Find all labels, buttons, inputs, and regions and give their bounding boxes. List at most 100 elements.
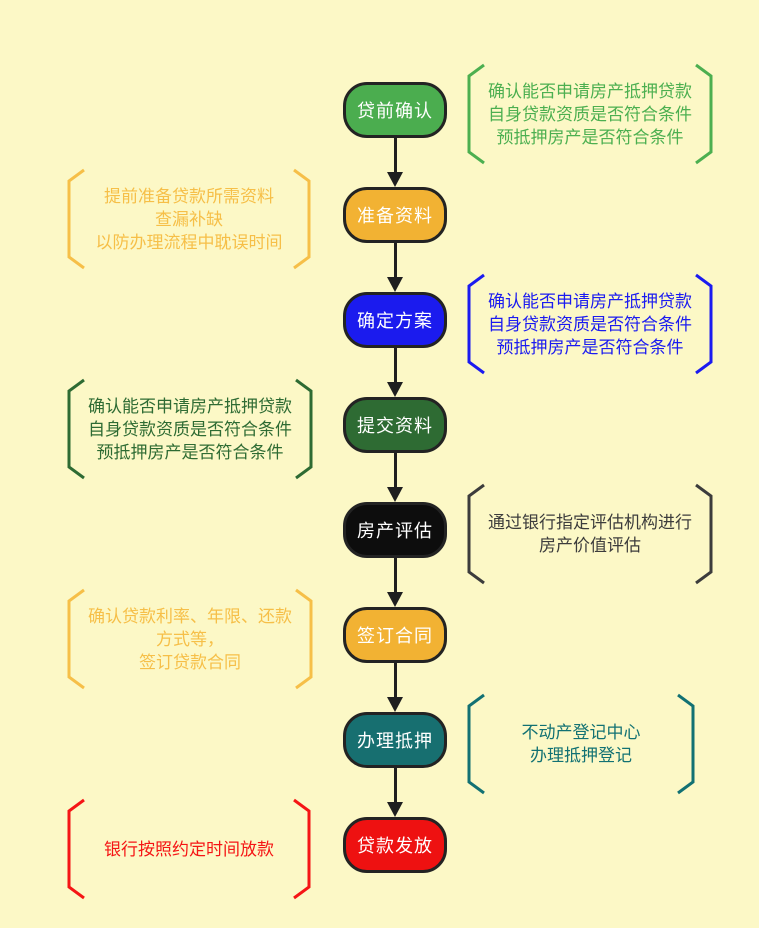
- bracket-stroke: [67, 588, 85, 690]
- note-line: 银行按照约定时间放款: [104, 839, 274, 859]
- right-bracket-icon: [293, 168, 311, 270]
- note-line: 签订贷款合同: [139, 652, 241, 672]
- bracket-stroke: [293, 798, 311, 900]
- arrow-line: [393, 243, 397, 277]
- flow-node-label: 办理抵押: [357, 731, 433, 751]
- note-line: 确认贷款利率、年限、还款: [88, 606, 292, 626]
- note-line: 查漏补缺: [155, 209, 223, 229]
- right-bracket-icon: [295, 588, 313, 690]
- bracket-stroke: [295, 588, 313, 690]
- note-determine-plan: 确认能否申请房产抵押贷款 自身贷款资质是否符合条件 预抵押房产是否符合条件: [462, 272, 713, 376]
- flow-node-label: 签订合同: [357, 626, 433, 646]
- arrow-line: [393, 558, 397, 592]
- arrow-line: [393, 453, 397, 487]
- bracket-stroke: [695, 63, 713, 165]
- right-bracket-icon: [677, 693, 695, 795]
- left-bracket-icon: [467, 693, 485, 795]
- flow-node-pre-loan-confirm: 贷前确认: [343, 82, 447, 138]
- left-bracket-icon: [467, 483, 485, 585]
- note-text: 确认能否申请房产抵押贷款 自身贷款资质是否符合条件 预抵押房产是否符合条件: [488, 62, 692, 166]
- down-arrow: [387, 138, 403, 187]
- note-text: 确认能否申请房产抵押贷款 自身贷款资质是否符合条件 预抵押房产是否符合条件: [488, 272, 692, 376]
- bracket-stroke: [467, 693, 485, 795]
- down-arrow: [387, 558, 403, 607]
- note-line: 确认能否申请房产抵押贷款: [488, 81, 692, 101]
- arrow-line: [393, 138, 397, 172]
- note-line: 自身贷款资质是否符合条件: [488, 314, 692, 334]
- down-arrow: [387, 243, 403, 292]
- arrow-head-icon: [387, 802, 403, 817]
- flow-node-sign-contract: 签订合同: [343, 607, 447, 663]
- note-property-appraisal: 通过银行指定评估机构进行 房产价值评估: [462, 482, 713, 586]
- arrow-head-icon: [387, 592, 403, 607]
- flow-node-loan-disbursement: 贷款发放: [343, 817, 447, 873]
- note-line: 预抵押房产是否符合条件: [96, 442, 284, 462]
- flow-node-label: 贷前确认: [357, 101, 433, 121]
- left-bracket-icon: [67, 798, 85, 900]
- arrow-head-icon: [387, 277, 403, 292]
- arrow-line: [393, 768, 397, 802]
- arrow-head-icon: [387, 487, 403, 502]
- arrow-head-icon: [387, 697, 403, 712]
- bracket-stroke: [467, 483, 485, 585]
- bracket-stroke: [467, 63, 485, 165]
- note-text: 通过银行指定评估机构进行 房产价值评估: [488, 482, 692, 586]
- arrow-line: [393, 348, 397, 382]
- bracket-stroke: [293, 168, 311, 270]
- note-line: 提前准备贷款所需资料: [104, 186, 274, 206]
- left-bracket-icon: [467, 273, 485, 375]
- down-arrow: [387, 348, 403, 397]
- down-arrow: [387, 663, 403, 712]
- note-submit-materials: 确认能否申请房产抵押贷款 自身贷款资质是否符合条件 预抵押房产是否符合条件: [62, 377, 316, 481]
- bracket-stroke: [677, 693, 695, 795]
- note-text: 确认能否申请房产抵押贷款 自身贷款资质是否符合条件 预抵押房产是否符合条件: [88, 377, 292, 481]
- note-line: 确认能否申请房产抵押贷款: [488, 291, 692, 311]
- right-bracket-icon: [695, 483, 713, 585]
- note-text: 银行按照约定时间放款: [88, 797, 290, 901]
- right-bracket-icon: [695, 273, 713, 375]
- note-register-mortgage: 不动产登记中心 办理抵押登记: [462, 692, 700, 796]
- note-line: 预抵押房产是否符合条件: [496, 337, 684, 357]
- bracket-stroke: [67, 168, 85, 270]
- left-bracket-icon: [467, 63, 485, 165]
- down-arrow: [387, 768, 403, 817]
- note-pre-loan-confirm: 确认能否申请房产抵押贷款 自身贷款资质是否符合条件 预抵押房产是否符合条件: [462, 62, 713, 166]
- note-line: 预抵押房产是否符合条件: [496, 127, 684, 147]
- bracket-stroke: [695, 273, 713, 375]
- note-text: 提前准备贷款所需资料 查漏补缺 以防办理流程中耽误时间: [88, 167, 290, 271]
- note-line: 办理抵押登记: [530, 746, 632, 765]
- note-line: 自身贷款资质是否符合条件: [488, 104, 692, 124]
- arrow-head-icon: [387, 382, 403, 397]
- note-line: 房产价值评估: [539, 536, 641, 555]
- flow-node-determine-plan: 确定方案: [343, 292, 447, 348]
- note-line: 确认能否申请房产抵押贷款: [88, 396, 292, 416]
- right-bracket-icon: [293, 798, 311, 900]
- flow-node-label: 贷款发放: [357, 836, 433, 856]
- note-line: 不动产登记中心: [521, 723, 641, 742]
- flow-node-label: 确定方案: [357, 311, 433, 331]
- left-bracket-icon: [67, 588, 85, 690]
- arrow-line: [393, 663, 397, 697]
- down-arrow: [387, 453, 403, 502]
- bracket-stroke: [467, 273, 485, 375]
- note-text: 确认贷款利率、年限、还款 方式等， 签订贷款合同: [88, 587, 292, 691]
- note-prepare-materials: 提前准备贷款所需资料 查漏补缺 以防办理流程中耽误时间: [62, 167, 316, 271]
- note-line: 自身贷款资质是否符合条件: [88, 419, 292, 439]
- note-sign-contract: 确认贷款利率、年限、还款 方式等， 签订贷款合同: [62, 587, 316, 691]
- flow-node-label: 提交资料: [357, 416, 433, 436]
- flow-node-submit-materials: 提交资料: [343, 397, 447, 453]
- bracket-stroke: [67, 378, 85, 480]
- note-line: 以防办理流程中耽误时间: [95, 232, 283, 252]
- flow-node-prepare-materials: 准备资料: [343, 187, 447, 243]
- note-text: 不动产登记中心 办理抵押登记: [488, 692, 674, 796]
- flow-node-label: 准备资料: [357, 206, 433, 226]
- right-bracket-icon: [295, 378, 313, 480]
- flow-node-label: 房产评估: [357, 521, 433, 541]
- flow-node-property-appraisal: 房产评估: [343, 502, 447, 558]
- note-line: 方式等，: [156, 629, 224, 649]
- bracket-stroke: [295, 378, 313, 480]
- note-line: 通过银行指定评估机构进行: [488, 513, 692, 532]
- note-loan-disbursement: 银行按照约定时间放款: [62, 797, 316, 901]
- arrow-head-icon: [387, 172, 403, 187]
